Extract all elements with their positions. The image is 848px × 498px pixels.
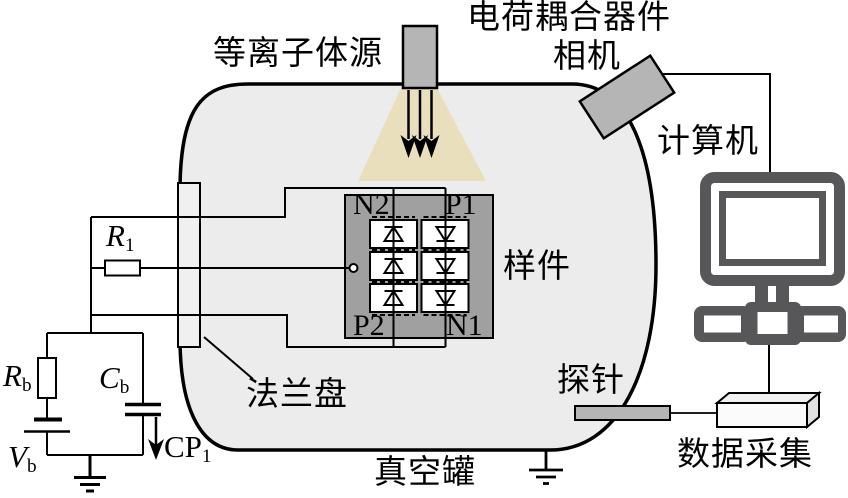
plasma-beam-arrows	[400, 90, 440, 158]
daq-box	[714, 390, 822, 430]
resistor-rb	[37, 357, 57, 399]
probe	[574, 405, 671, 421]
bias-circuit	[24, 332, 161, 456]
ground-icon-circuit	[74, 455, 106, 493]
wire-bottom	[91, 314, 446, 348]
string-conductors	[392, 188, 447, 347]
wires	[90, 187, 446, 348]
sample-plate	[344, 194, 494, 339]
computer-icon	[694, 172, 846, 345]
flange	[177, 182, 201, 348]
plasma-source	[401, 24, 439, 90]
plasma-beam	[358, 88, 486, 181]
cp1-current-arrow	[148, 417, 164, 460]
flange-pointer-line	[203, 336, 254, 380]
resistor-r1	[104, 259, 141, 277]
cell-busbars	[372, 216, 467, 316]
ground-icon-chamber	[529, 450, 563, 485]
computer-screen	[719, 191, 826, 266]
camera-cable	[648, 73, 771, 176]
wire-top	[91, 187, 446, 218]
ccd-camera	[578, 53, 676, 141]
sample-terminal	[348, 263, 359, 273]
